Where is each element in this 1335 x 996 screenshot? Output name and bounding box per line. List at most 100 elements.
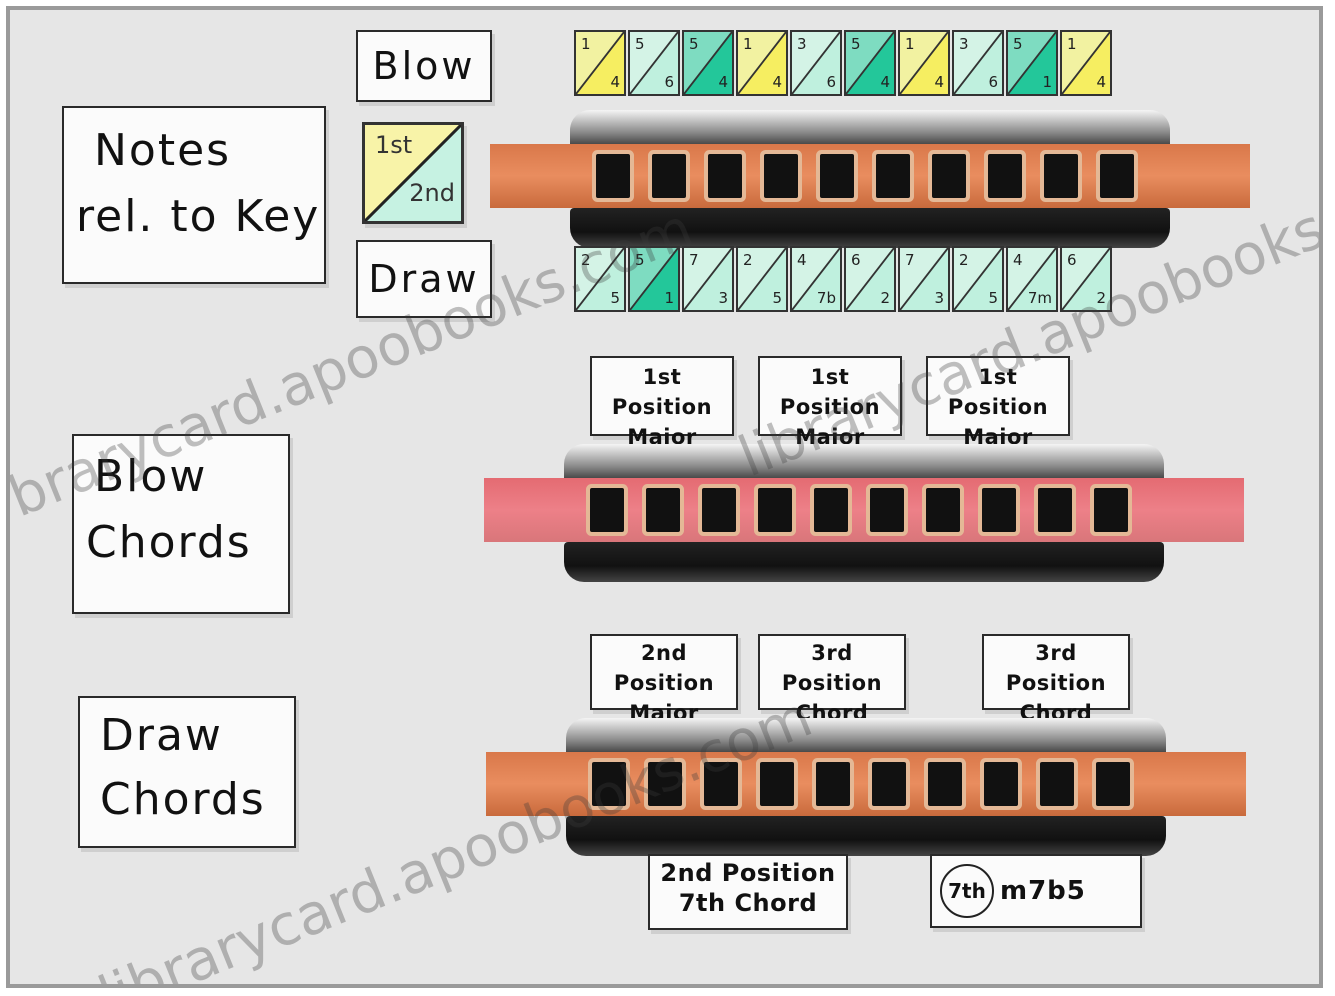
- first-second-legend: 1st 2nd: [362, 122, 464, 224]
- draw-cell-6: 62: [844, 246, 896, 312]
- draw-cell-lower-note: 7b: [817, 289, 836, 307]
- harmonica-hole-8: [982, 488, 1016, 532]
- harmonica-holes: [585, 154, 1145, 198]
- blow-chord-3-line1: 1st Position: [928, 362, 1068, 422]
- draw-cell-upper-note: 6: [851, 251, 861, 269]
- diagram-frame: Notes rel. to Key Blow Chords Draw Chord…: [6, 6, 1323, 988]
- harmonica-comb: [490, 144, 1250, 208]
- second-seventh-line1: 2nd Position: [650, 858, 846, 888]
- harmonica-hole-4: [764, 154, 798, 198]
- draw-cell-lower-note: 5: [988, 289, 998, 307]
- draw-legend-text: Draw: [368, 257, 479, 301]
- harmonica-hole-6: [872, 762, 906, 806]
- harmonica-comb: [486, 752, 1246, 816]
- harmonica-hole-7: [926, 488, 960, 532]
- blow-cell-lower-note: 6: [664, 73, 674, 91]
- blow-cell-upper-note: 1: [1067, 35, 1077, 53]
- blow-cell-lower-note: 4: [772, 73, 782, 91]
- draw-chord-3-line1: 3rd Position: [984, 638, 1128, 698]
- blow-cell-lower-note: 4: [934, 73, 944, 91]
- draw-cell-lower-note: 1: [664, 289, 674, 307]
- harmonica-hole-7: [932, 154, 966, 198]
- harmonica-hole-6: [870, 488, 904, 532]
- notes-label-line2: rel. to Key: [76, 184, 324, 250]
- blow-cell-1: 14: [574, 30, 626, 96]
- harmonica-holes: [579, 488, 1139, 532]
- draw-cell-lower-note: 7m: [1028, 289, 1052, 307]
- blow-cell-6: 54: [844, 30, 896, 96]
- draw-chord-box-3: 3rd Position Chord: [982, 634, 1130, 710]
- harmonica-hole-9: [1040, 762, 1074, 806]
- harmonica-notes: [490, 110, 1250, 250]
- blow-chords-line1: Blow: [94, 444, 288, 510]
- draw-cell-upper-note: 2: [743, 251, 753, 269]
- harmonica-cover-top: [570, 110, 1170, 148]
- harmonica-hole-9: [1044, 154, 1078, 198]
- harmonica-hole-3: [708, 154, 742, 198]
- harmonica-cover-bottom: [564, 542, 1164, 582]
- blow-cell-upper-note: 3: [959, 35, 969, 53]
- draw-cell-upper-note: 5: [635, 251, 645, 269]
- draw-cell-upper-note: 4: [1013, 251, 1023, 269]
- blow-chord-box-2: 1st Position Major Chord: [758, 356, 902, 436]
- blow-chords-label: Blow Chords: [72, 434, 290, 614]
- harmonica-hole-2: [646, 488, 680, 532]
- m7b5-text: m7b5: [1000, 876, 1086, 906]
- draw-cell-lower-note: 2: [880, 289, 890, 307]
- draw-chords-line1: Draw: [100, 704, 294, 768]
- harmonica-holes: [581, 762, 1141, 806]
- draw-chords-label: Draw Chords: [78, 696, 296, 848]
- harmonica-hole-8: [988, 154, 1022, 198]
- blow-chord-1-line1: 1st Position: [592, 362, 732, 422]
- seventh-circle: 7th: [940, 864, 994, 918]
- blow-chord-2-line1: 1st Position: [760, 362, 900, 422]
- draw-cell-upper-note: 7: [689, 251, 699, 269]
- harmonica-hole-3: [702, 488, 736, 532]
- blow-cell-lower-note: 4: [718, 73, 728, 91]
- harmonica-comb: [484, 478, 1244, 542]
- draw-chord-1-line1: 2nd Position: [592, 638, 736, 698]
- draw-cell-upper-note: 6: [1067, 251, 1077, 269]
- harmonica-hole-2: [648, 762, 682, 806]
- draw-cell-lower-note: 5: [610, 289, 620, 307]
- harmonica-hole-7: [928, 762, 962, 806]
- draw-cell-lower-note: 3: [934, 289, 944, 307]
- notes-label-line1: Notes: [84, 118, 324, 184]
- harmonica-hole-1: [596, 154, 630, 198]
- blow-cell-upper-note: 3: [797, 35, 807, 53]
- harmonica-draw-chords: [486, 718, 1246, 858]
- draw-cell-upper-note: 2: [959, 251, 969, 269]
- harmonica-cover-top: [564, 444, 1164, 482]
- harmonica-hole-1: [590, 488, 624, 532]
- draw-chord-2-line1: 3rd Position: [760, 638, 904, 698]
- blow-cell-lower-note: 1: [1042, 73, 1052, 91]
- harmonica-hole-10: [1096, 762, 1130, 806]
- draw-cell-9: 4 7m: [1006, 246, 1058, 312]
- notes-rel-to-key-label: Notes rel. to Key: [62, 106, 326, 284]
- harmonica-hole-4: [760, 762, 794, 806]
- draw-cell-lower-note: 2: [1096, 289, 1106, 307]
- blow-chord-box-3: 1st Position Major Chord: [926, 356, 1070, 436]
- draw-cell-lower-note: 5: [772, 289, 782, 307]
- harmonica-hole-4: [758, 488, 792, 532]
- draw-cell-3: 73: [682, 246, 734, 312]
- blow-chord-box-1: 1st Position Major Chord: [590, 356, 734, 436]
- blow-cell-upper-note: 5: [689, 35, 699, 53]
- blow-cell-lower-note: 6: [826, 73, 836, 91]
- seventh-m7b5-box: 7th m7b5: [930, 854, 1142, 928]
- blow-cell-upper-note: 5: [1013, 35, 1023, 53]
- harmonica-hole-10: [1100, 154, 1134, 198]
